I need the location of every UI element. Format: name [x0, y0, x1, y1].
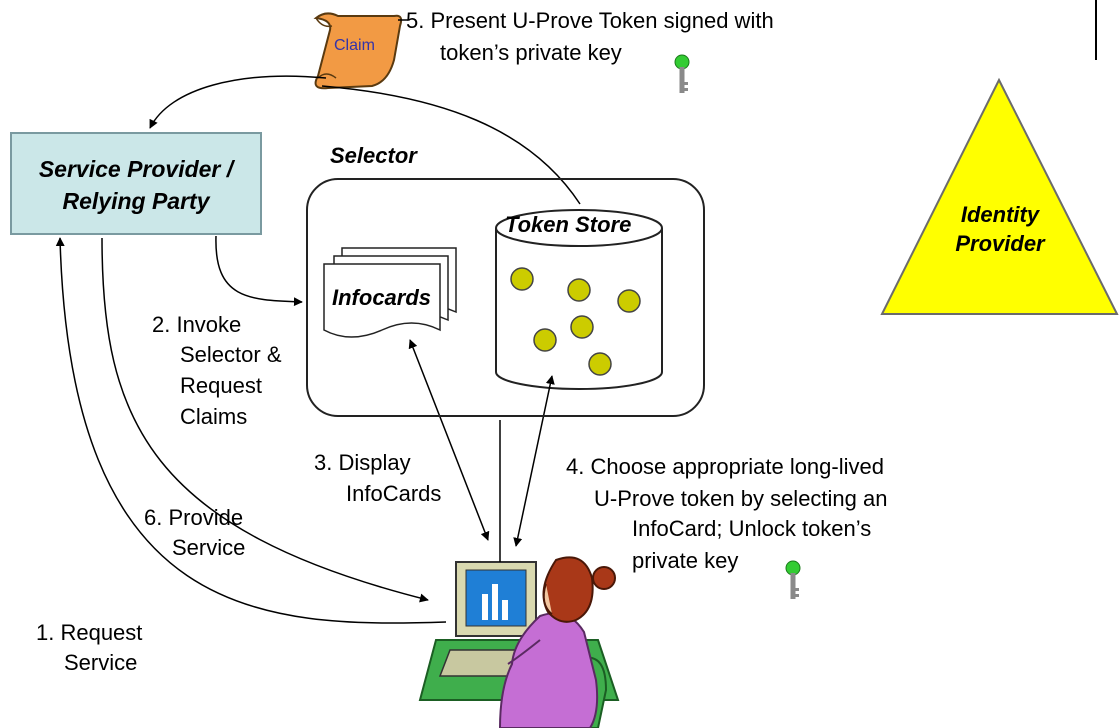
identity-provider-line2: Provider	[955, 231, 1045, 256]
line-token-store-to-claim	[321, 85, 581, 205]
token-icon	[510, 267, 534, 291]
token-icon	[588, 352, 612, 376]
step1-line2: Service	[64, 650, 138, 675]
token-store-label: Token Store	[505, 212, 632, 237]
identity-provider-triangle	[880, 77, 1119, 315]
step5-line2: token’s private key	[440, 40, 622, 65]
selector-title: Selector	[330, 143, 417, 168]
arrow-claim-to-provider	[149, 75, 327, 129]
step3-line1: 3. Display	[314, 450, 411, 475]
infocards-stack	[323, 247, 457, 338]
arrow-display-infocards	[408, 339, 490, 541]
scroll-icon	[313, 12, 408, 90]
step4-line3: InfoCard; Unlock token’s	[632, 516, 872, 541]
step4-line1: 4. Choose appropriate long-lived	[566, 454, 884, 479]
arrow-provide-service	[101, 237, 429, 603]
step2-line3: Request	[180, 373, 262, 398]
infocards-label: Infocards	[332, 285, 432, 310]
selector-container	[306, 178, 705, 417]
identity-provider-line1: Identity	[960, 202, 1040, 227]
key-icon	[674, 54, 690, 93]
identity-provider-label: Identity Provider	[900, 200, 1100, 258]
step2-line2: Selector &	[180, 342, 282, 367]
service-provider-label: Service Provider / Relying Party	[10, 153, 262, 217]
arrow-provider-to-selector	[215, 235, 303, 307]
token-icon	[567, 278, 591, 302]
token-icon	[570, 315, 594, 339]
token-icon	[533, 328, 557, 352]
service-provider-line2: Relying Party	[62, 188, 210, 214]
step2-line1: 2. Invoke	[152, 312, 242, 337]
step4-line2: U-Prove token by selecting an	[594, 486, 888, 511]
arrow-request-service	[55, 237, 447, 624]
user-at-computer-icon	[418, 556, 620, 728]
step4-line4: private key	[632, 548, 739, 573]
step6-line2: Service	[172, 535, 246, 560]
step3-line2: InfoCards	[346, 481, 442, 506]
step5-line1: 5. Present U-Prove Token signed with	[406, 8, 774, 33]
token-icon-group	[510, 267, 641, 376]
step1-line1: 1. Request	[36, 620, 143, 645]
service-provider-line1: Service Provider /	[38, 156, 234, 182]
token-icon	[617, 289, 641, 313]
step2-line4: Claims	[180, 404, 248, 429]
arrow-choose-token	[513, 375, 555, 547]
service-provider-box	[10, 132, 262, 235]
key-icon	[785, 560, 801, 599]
step6-line1: 6. Provide	[144, 505, 244, 530]
claim-label: Claim	[334, 37, 375, 54]
